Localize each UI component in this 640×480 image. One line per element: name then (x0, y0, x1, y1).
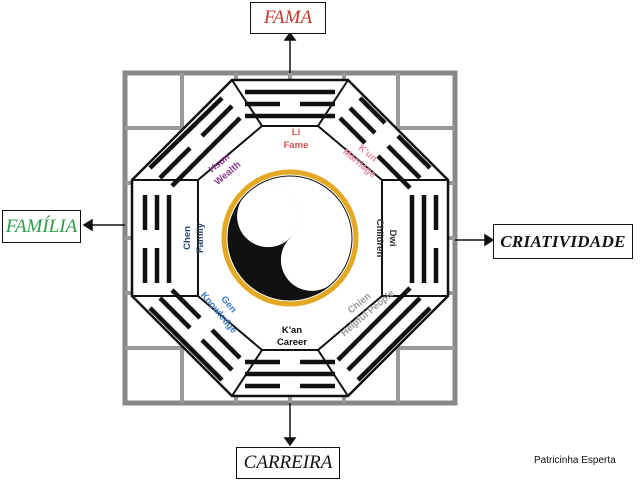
direction-arrows (82, 31, 495, 447)
direction-label-familia: FAMÍLIA (5, 215, 78, 237)
label-kan: K'an (282, 325, 302, 336)
credit-text: Patricinha Esperta (534, 455, 616, 466)
trigrams (142, 89, 439, 389)
label-fame: Fame (284, 140, 309, 151)
label-li: Li (292, 127, 300, 138)
label-dwi: Dwi (387, 230, 398, 247)
direction-box-familia: FAMÍLIA (2, 210, 81, 243)
yin-yang-symbol (221, 169, 359, 307)
yang-dot (262, 210, 274, 222)
label-family: Family (195, 222, 206, 253)
direction-label-criatividade: CRIATIVIDADE (500, 231, 626, 251)
yin-dot (306, 254, 318, 266)
direction-box-criatividade: CRIATIVIDADE (493, 224, 633, 259)
label-children: Children (374, 219, 385, 258)
label-chen: Chen (182, 226, 193, 250)
direction-label-fama: FAMA (263, 7, 313, 28)
label-career: Career (277, 337, 307, 348)
direction-box-carreira: CARREIRA (236, 447, 340, 479)
direction-label-carreira: CARREIRA (243, 452, 333, 473)
direction-box-fama: FAMA (250, 2, 326, 34)
